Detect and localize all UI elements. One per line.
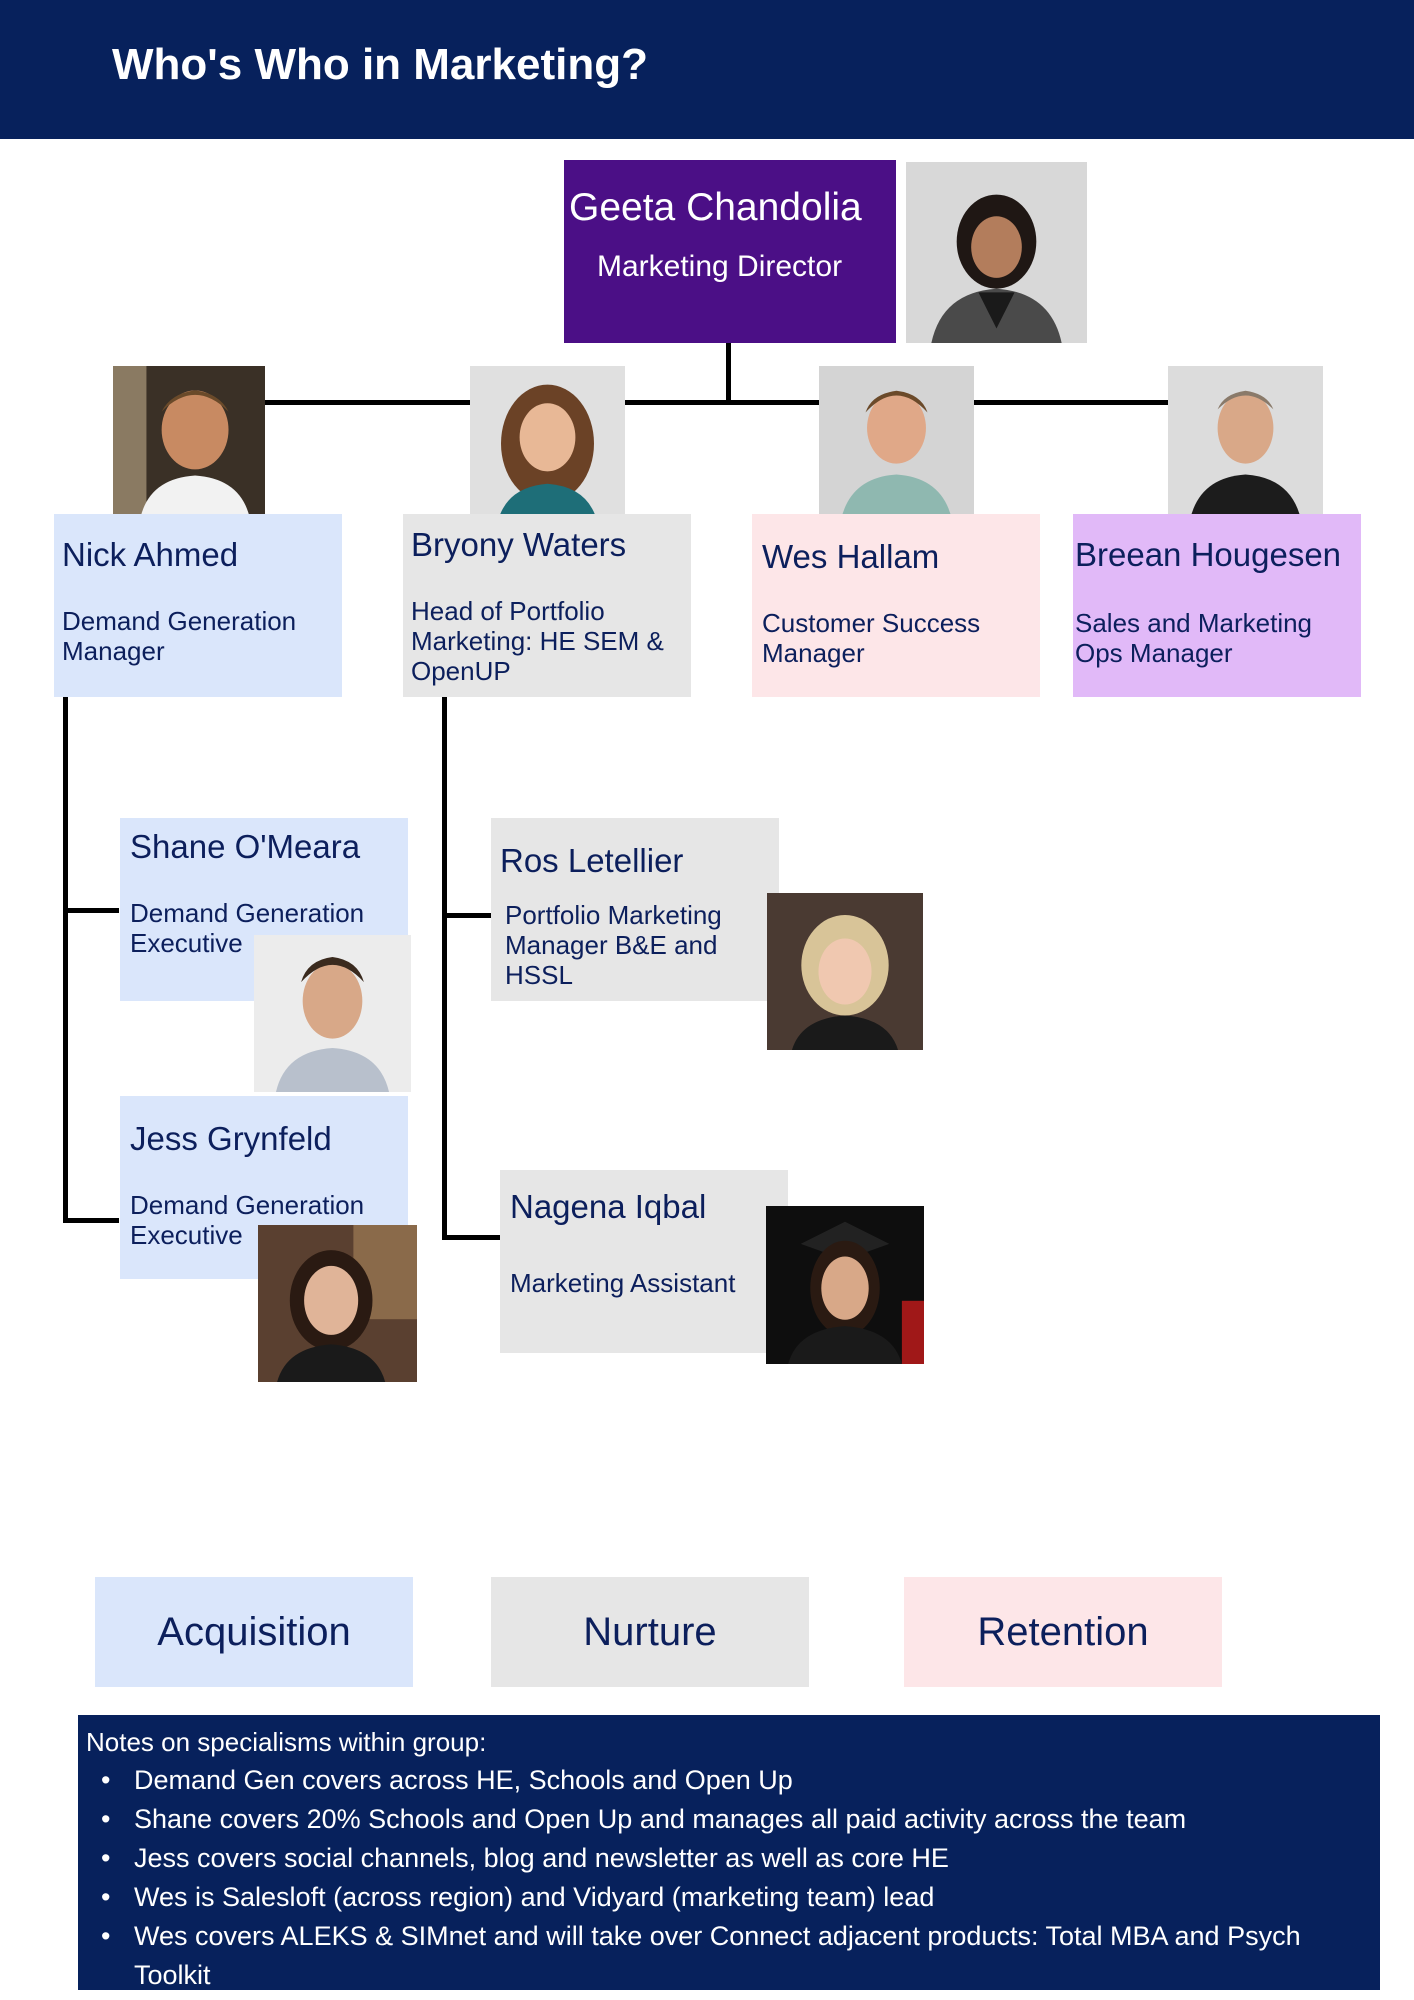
report-role: Marketing Assistant (510, 1268, 736, 1298)
jess-grynfeld-photo (258, 1225, 417, 1382)
notes-item: Demand Gen covers across HE, Schools and… (86, 1761, 1380, 1800)
notes-list: Demand Gen covers across HE, Schools and… (86, 1761, 1380, 1995)
report-name: Nagena Iqbal (510, 1188, 707, 1225)
connector-to-shane (63, 908, 119, 913)
connector-to-jess (63, 1218, 119, 1223)
connector-manager-bar (265, 400, 1265, 405)
wes-hallam-photo (819, 366, 974, 521)
report-card-nagena-iqbal: Nagena Iqbal Marketing Assistant (500, 1170, 788, 1353)
notes-panel: Notes on specialisms within group: Deman… (78, 1715, 1380, 1990)
connector-nick-reports (63, 695, 68, 1223)
bryony-waters-photo (470, 366, 625, 521)
director-photo (906, 162, 1087, 343)
director-role: Marketing Director (597, 250, 843, 283)
director-card: Geeta Chandolia Marketing Director (564, 160, 896, 343)
connector-to-nagena (442, 1235, 500, 1240)
report-name: Jess Grynfeld (130, 1120, 332, 1157)
manager-role: Sales and Marketing Ops Manager (1075, 608, 1313, 668)
connector-to-ros (442, 913, 492, 918)
manager-name: Wes Hallam (762, 538, 940, 575)
manager-card-breean-hougesen: Breean Hougesen Sales and Marketing Ops … (1073, 514, 1361, 697)
director-name: Geeta Chandolia (569, 186, 862, 229)
report-role: Portfolio Marketing Manager B&E and HSSL (505, 900, 722, 990)
report-card-ros-letellier: Ros Letellier Portfolio Marketing Manage… (491, 818, 779, 1001)
page-title: Who's Who in Marketing? (112, 40, 648, 89)
ros-letellier-photo (767, 893, 923, 1050)
manager-name: Bryony Waters (411, 526, 627, 563)
manager-name: Breean Hougesen (1075, 536, 1342, 573)
notes-item: Wes is Salesloft (across region) and Vid… (86, 1878, 1380, 1917)
notes-heading: Notes on specialisms within group: (86, 1727, 487, 1757)
breean-hougesen-photo (1168, 366, 1323, 521)
page-header: Who's Who in Marketing? (0, 0, 1414, 139)
connector-bryony-reports (442, 695, 447, 1240)
report-role: Demand Generation Executive (130, 898, 365, 958)
manager-card-bryony-waters: Bryony Waters Head of Portfolio Marketin… (403, 514, 691, 697)
report-role: Demand Generation Executive (130, 1190, 365, 1250)
manager-role: Head of Portfolio Marketing: HE SEM & Op… (411, 596, 664, 686)
notes-item: Shane covers 20% Schools and Open Up and… (86, 1800, 1380, 1839)
report-name: Shane O'Meara (130, 828, 361, 865)
manager-card-nick-ahmed: Nick Ahmed Demand Generation Manager (54, 514, 342, 697)
manager-card-wes-hallam: Wes Hallam Customer Success Manager (752, 514, 1040, 697)
shane-omeara-photo (254, 935, 411, 1092)
legend-acquisition: Acquisition (95, 1577, 413, 1687)
manager-role: Customer Success Manager (762, 608, 981, 668)
manager-role: Demand Generation Manager (62, 606, 297, 666)
nick-ahmed-photo (113, 366, 265, 518)
legend-retention: Retention (904, 1577, 1222, 1687)
report-name: Ros Letellier (500, 842, 684, 879)
legend-nurture: Nurture (491, 1577, 809, 1687)
notes-item: Jess covers social channels, blog and ne… (86, 1839, 1380, 1878)
notes-item: Wes covers ALEKS & SIMnet and will take … (86, 1917, 1380, 1995)
manager-name: Nick Ahmed (62, 536, 239, 573)
nagena-iqbal-photo (766, 1206, 924, 1364)
